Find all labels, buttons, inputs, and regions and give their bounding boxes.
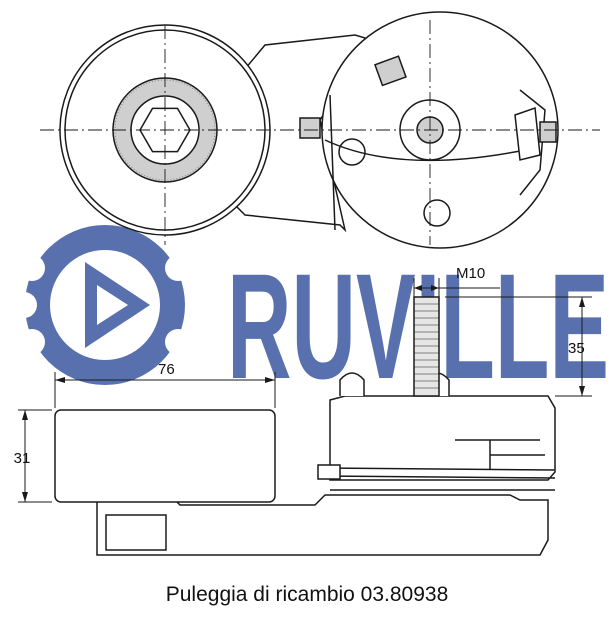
dimension-height-label: 31 [14, 450, 31, 467]
housing-stud [339, 372, 365, 396]
tensioner-housing [329, 395, 556, 481]
mounting-hole [423, 199, 451, 227]
dimension-bolt-length-label: 35 [568, 340, 585, 357]
part-caption: Puleggia di ricambio 03.80938 [165, 583, 449, 606]
pulley-side [54, 409, 276, 503]
base-pocket [105, 514, 167, 551]
stop-lug [374, 55, 407, 87]
dimension-width-label: 76 [158, 361, 175, 378]
mounting-hole [338, 138, 366, 166]
dimension-lines [18, 278, 592, 503]
dimension-thread-label: M10 [456, 265, 485, 282]
side-view [54, 296, 556, 556]
side-tab [299, 117, 321, 139]
base-plate [96, 494, 549, 556]
ruville-watermark: RUVILLE [11, 225, 609, 410]
side-tab [539, 121, 557, 143]
top-view [40, 11, 600, 249]
ruville-logo-icon [11, 225, 191, 385]
threaded-bolt [413, 296, 440, 397]
